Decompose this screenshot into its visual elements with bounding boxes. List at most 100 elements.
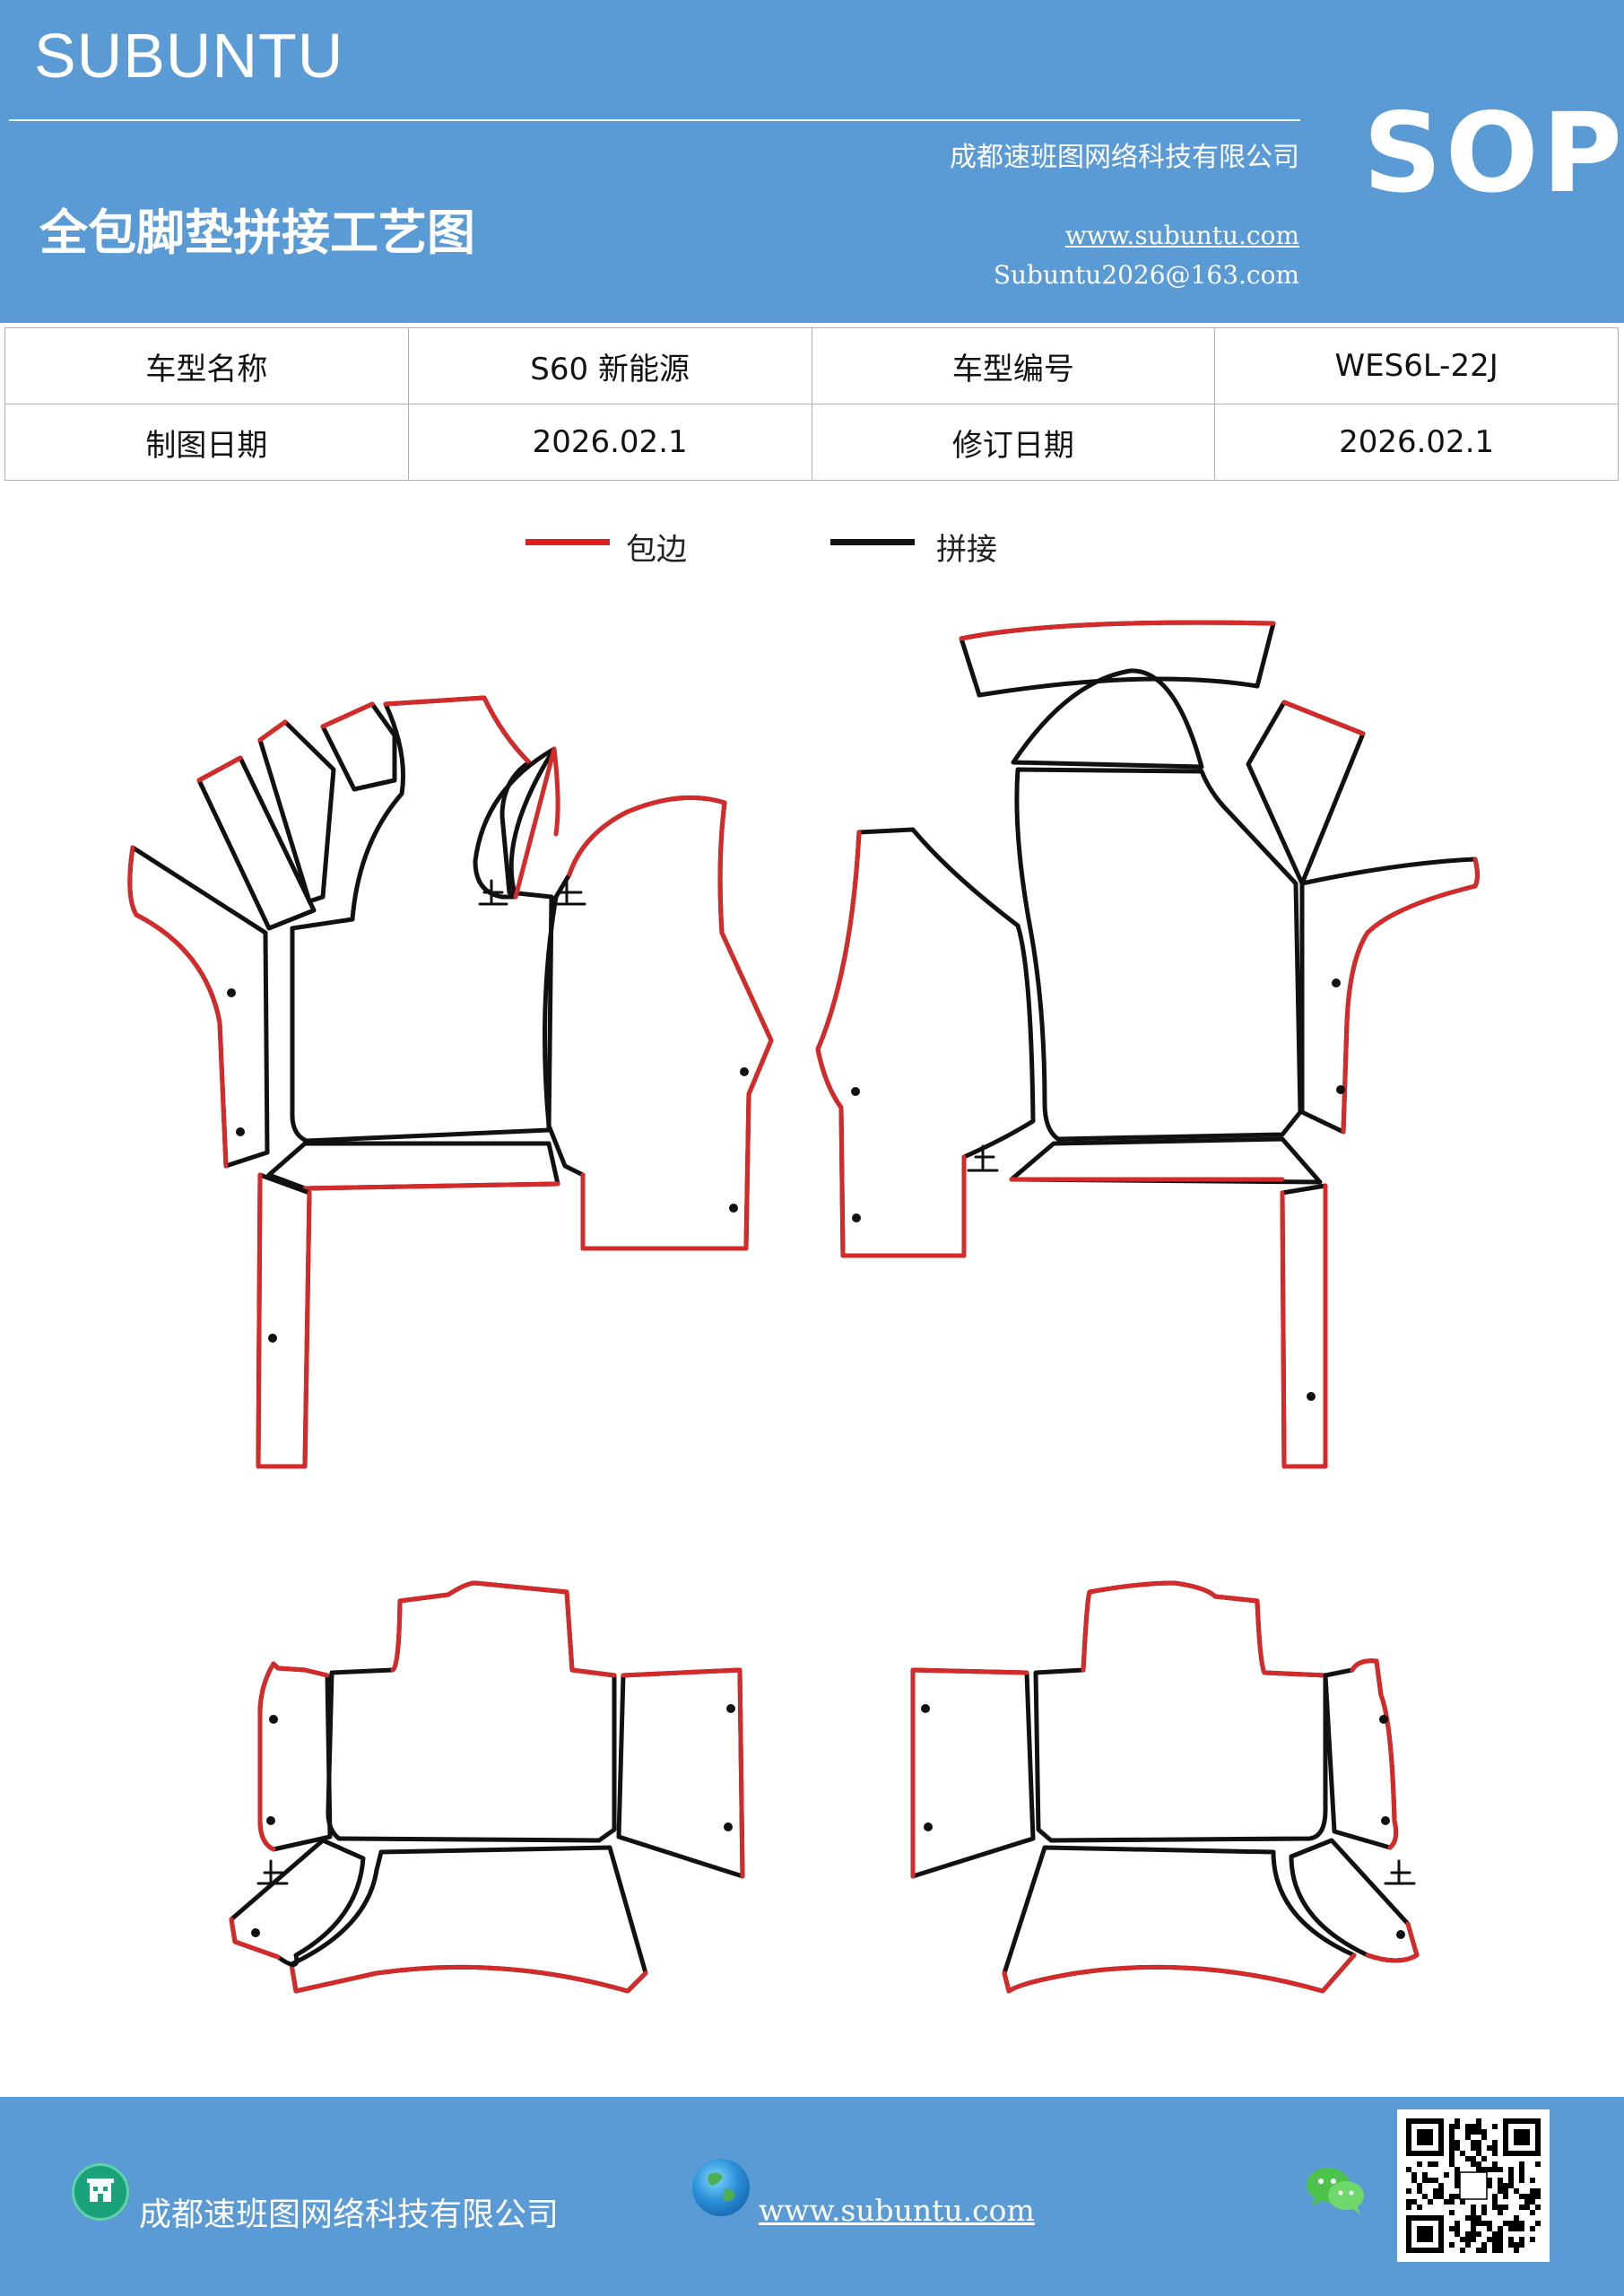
clip-dot	[227, 988, 236, 997]
mat-piece	[266, 1141, 560, 1191]
legend-label-seam: 拼接	[936, 532, 997, 568]
mat-piece	[256, 1172, 312, 1469]
stop-marker	[1384, 1859, 1416, 1885]
legend: 包边 拼接	[0, 525, 1624, 570]
mat-edge	[621, 1667, 745, 1879]
mat-edge	[229, 1917, 281, 1960]
mat-piece	[543, 795, 774, 1251]
mat-edge	[320, 701, 375, 729]
mat-piece	[229, 1838, 366, 1967]
table-row: 制图日期 2026.02.1 修订日期 2026.02.1	[4, 404, 1619, 481]
stop-marker	[554, 879, 586, 906]
mat-edge	[910, 1667, 1029, 1879]
table-cell: 车型名称	[4, 327, 409, 404]
table-row: 车型名称 S60 新能源 车型编号 WES6L-22J	[4, 327, 1619, 404]
sop-badge: SOP	[1363, 90, 1624, 217]
mat-edge	[567, 795, 774, 1251]
clip-dots	[227, 978, 1405, 1939]
mat-edge	[383, 695, 532, 765]
mat-edge	[1280, 1183, 1328, 1469]
clip-dot	[268, 1334, 277, 1343]
clip-dot	[1336, 1085, 1345, 1094]
clip-dot	[1332, 978, 1341, 987]
mat-piece	[1011, 668, 1204, 770]
mat-piece	[1014, 767, 1303, 1142]
wechat-icon	[1305, 2163, 1368, 2217]
legend-swatch-edge	[525, 539, 610, 545]
vehicle-info-table: 车型名称 S60 新能源 车型编号 WES6L-22J 制图日期 2026.02…	[4, 327, 1619, 481]
mat-edge	[1341, 857, 1480, 1135]
header-email: Subuntu2026@163.com	[993, 260, 1299, 290]
stop-marker	[967, 1144, 999, 1172]
clip-dot	[236, 1127, 245, 1136]
footer-company: 成都速班图网络科技有限公司	[139, 2196, 560, 2233]
mat-edge	[959, 620, 1276, 641]
globe-icon	[692, 2159, 750, 2216]
mat-rear-left-group	[229, 1580, 745, 1994]
header-company: 成都速班图网络科技有限公司	[950, 142, 1299, 173]
clip-dot	[1396, 1930, 1405, 1939]
mat-edge	[390, 1580, 617, 1678]
mat-piece	[473, 746, 557, 900]
mat-edge	[1081, 1580, 1328, 1678]
qr-code[interactable]	[1397, 2109, 1550, 2262]
mat-edge	[289, 1961, 648, 1994]
mat-piece	[289, 1845, 648, 1994]
mat-edge	[1365, 1921, 1420, 1963]
table-cell: 制图日期	[4, 404, 409, 481]
clip-dot	[851, 1087, 860, 1096]
mat-piece	[326, 1580, 617, 1843]
mat-piece	[127, 845, 270, 1169]
mat-edge	[815, 830, 967, 1258]
clip-dot	[1307, 1392, 1316, 1401]
table-cell: 2026.02.1	[1214, 404, 1619, 481]
clip-dot	[924, 1822, 933, 1831]
clip-dot	[266, 1816, 275, 1825]
clip-dot	[1381, 1816, 1390, 1825]
brand-name: SUBUNTU	[34, 21, 344, 91]
qr-code-pattern	[1406, 2118, 1541, 2253]
table-cell: S60 新能源	[407, 327, 812, 404]
mat-edge	[1350, 1658, 1399, 1850]
mat-edge	[302, 1181, 560, 1191]
mat-edge	[127, 845, 229, 1169]
clip-dot	[921, 1704, 930, 1713]
mat-piece	[616, 1667, 745, 1879]
mat-piece	[1280, 1183, 1328, 1469]
stop-marker	[256, 1859, 289, 1885]
mat-piece	[1033, 1580, 1328, 1843]
clip-dot	[251, 1928, 260, 1937]
clip-dot	[724, 1822, 733, 1831]
clip-dot	[1379, 1715, 1388, 1724]
clip-dot	[726, 1704, 735, 1713]
mat-edge	[1281, 700, 1366, 736]
mat-edge	[257, 1661, 330, 1852]
building-icon	[72, 2163, 129, 2221]
clip-dot	[852, 1213, 861, 1222]
mat-piece	[815, 827, 1036, 1258]
table-cell: WES6L-22J	[1214, 327, 1619, 404]
header-divider	[9, 119, 1300, 121]
clip-dot	[269, 1715, 278, 1724]
header-website-link[interactable]: www.subuntu.com	[1064, 221, 1299, 250]
clip-dot	[740, 1067, 749, 1076]
mat-rear-right-group	[910, 1580, 1420, 1994]
mat-front-left-group	[127, 695, 774, 1469]
mat-edge	[513, 746, 560, 900]
mat-edge	[196, 755, 243, 783]
page-title: 全包脚垫拼接工艺图	[39, 204, 475, 261]
mat-piece	[1246, 700, 1366, 886]
mat-front-right-group	[815, 620, 1480, 1469]
footer-website-link[interactable]: www.subuntu.com	[759, 2193, 1035, 2228]
mat-piece	[1299, 857, 1480, 1135]
legend-label-edge: 包边	[626, 532, 687, 568]
mat-edge	[257, 719, 288, 743]
mat-piece	[910, 1667, 1036, 1879]
mat-piece	[1289, 1838, 1420, 1963]
clip-dot	[729, 1204, 738, 1213]
mat-edge	[256, 1172, 312, 1469]
header-banner	[0, 0, 1624, 323]
table-cell: 车型编号	[811, 327, 1216, 404]
mat-piece	[1009, 1136, 1323, 1185]
